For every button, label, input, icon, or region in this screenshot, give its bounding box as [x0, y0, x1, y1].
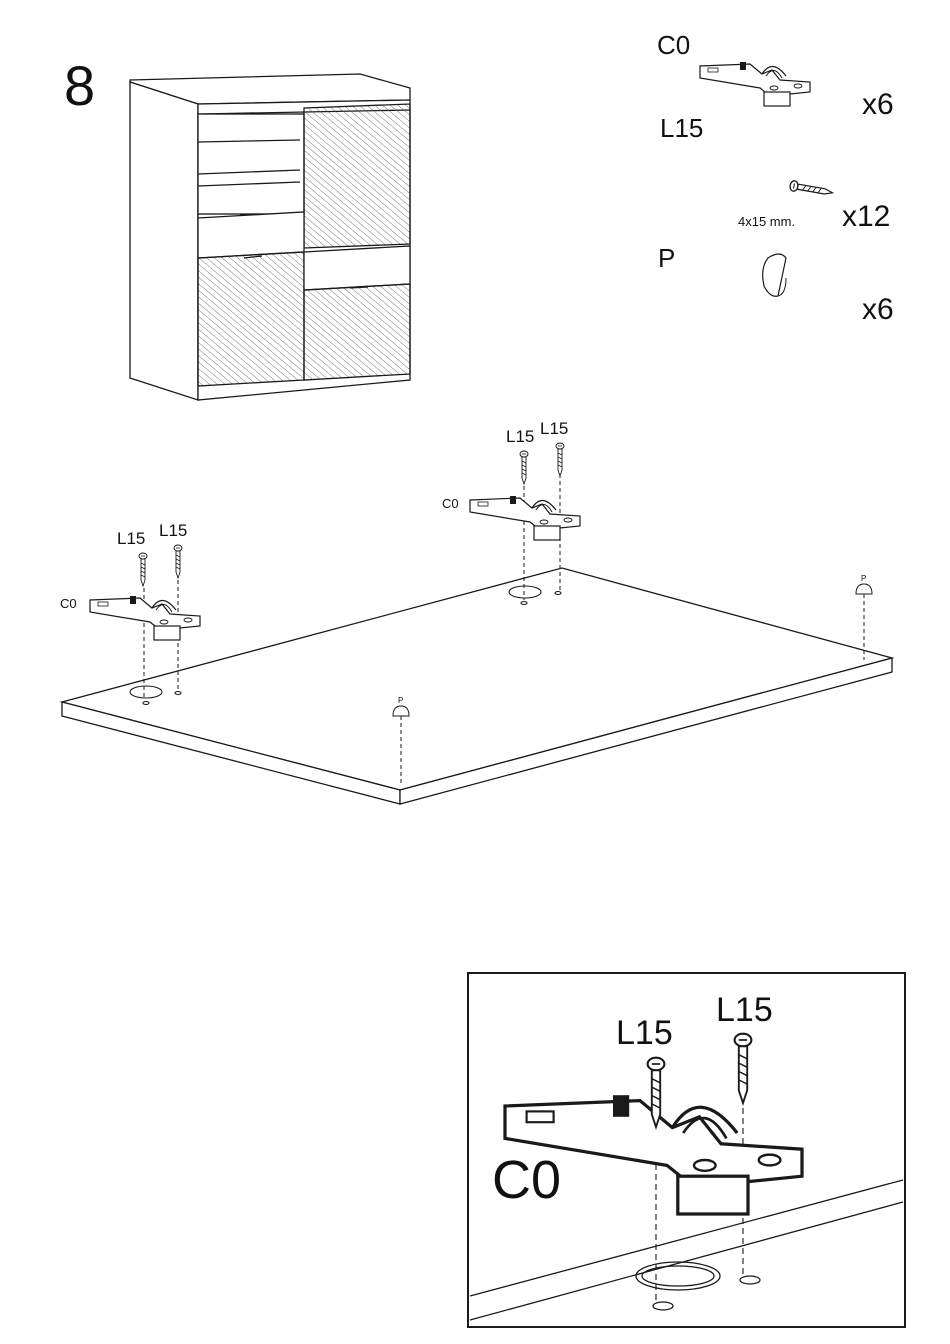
- screw-left-2: [174, 545, 182, 578]
- hinge-left: [90, 596, 200, 640]
- screw-right-2: [556, 443, 564, 476]
- hinge-left-label: C0: [60, 597, 77, 610]
- screw-left-1-label: L15: [117, 530, 145, 547]
- legend-screw-icon: [789, 180, 833, 198]
- panel-board: [62, 568, 892, 804]
- knob-front: [393, 706, 409, 716]
- legend-hinge-icon: [700, 62, 810, 106]
- hinge-right: [470, 496, 580, 540]
- legend-knob-qty: x6: [862, 295, 894, 325]
- legend-screw-qty: x12: [842, 202, 890, 232]
- legend-hinge-code: C0: [657, 32, 690, 58]
- cabinet-illustration: [130, 74, 410, 400]
- legend-knob-icon: [763, 254, 786, 296]
- legend-hinge-qty: x6: [862, 90, 894, 120]
- knob-front-label: P: [398, 697, 403, 705]
- detail-screw-1-label: L15: [616, 1016, 673, 1050]
- knob-back-label: P: [861, 575, 866, 583]
- legend-screw-code: L15: [660, 115, 703, 141]
- screw-left-1: [139, 553, 147, 586]
- screw-left-2-label: L15: [159, 522, 187, 539]
- detail-hinge-label: C0: [492, 1153, 561, 1207]
- detail-screw-2-label: L15: [716, 993, 773, 1027]
- screw-right-1-label: L15: [506, 428, 534, 445]
- legend-knob-code: P: [658, 245, 675, 271]
- step-number: 8: [64, 54, 95, 117]
- screw-right-1: [520, 451, 528, 484]
- screw-right-2-label: L15: [540, 420, 568, 437]
- knob-back: [856, 584, 872, 594]
- hinge-right-label: C0: [442, 497, 459, 510]
- legend-screw-size: 4x15 mm.: [738, 215, 795, 228]
